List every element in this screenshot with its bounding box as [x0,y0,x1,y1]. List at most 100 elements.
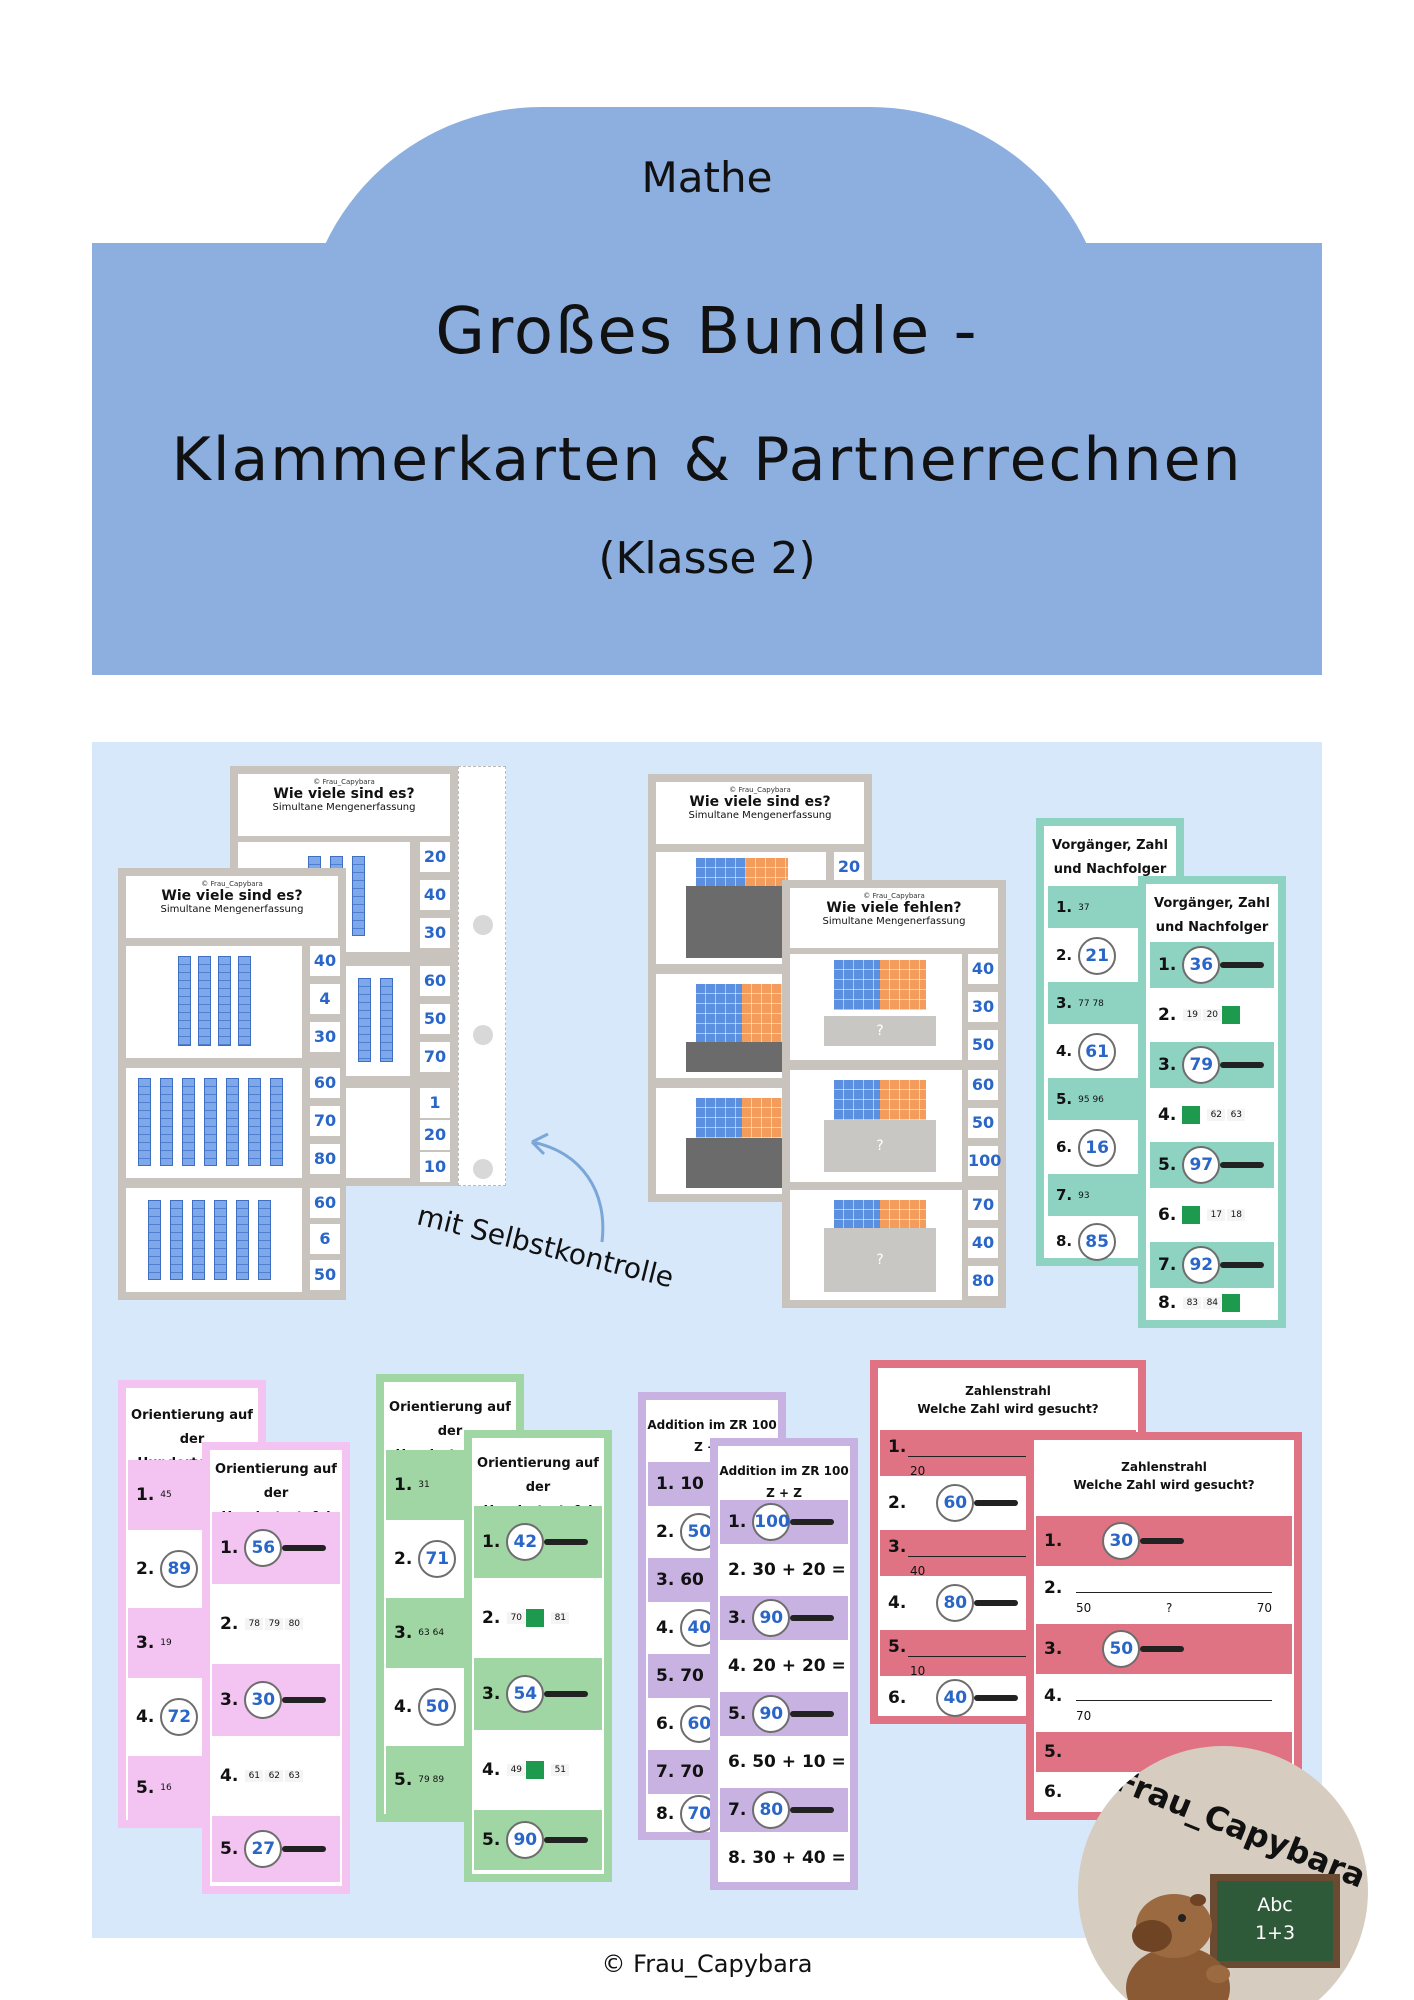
row-number: 3. [888,1537,907,1557]
row-number: 5. [656,1666,675,1686]
green-square [1182,1206,1201,1224]
card-title: Wie viele sind es? [273,786,415,802]
blocks-panel: ? [790,1190,962,1300]
row-number: 7. [656,1762,675,1782]
answer-option: 60 [968,1070,998,1100]
card-a-front: © Frau_Capybara Wie viele sind es? Simul… [118,868,346,1300]
card-header: © Frau_Capybara Wie viele sind es? Simul… [656,782,864,844]
magnifier-handle-icon [282,1846,327,1852]
answer-circle: 79 [1182,1046,1221,1084]
answer-option: 50 [968,1108,998,1138]
line-label: 10 [910,1664,926,1678]
card-subtitle: Simultane Mengenerfassung [688,810,832,821]
answer-option: 20 [420,842,450,872]
answer-option: 10 [420,1152,450,1182]
number-line [908,1656,1126,1657]
answer-circle: 21 [1078,936,1117,975]
card-subtitle: Simultane Mengenerfassung [160,904,304,915]
line-label: ? [1166,1601,1173,1615]
card-title: und Nachfolger [1155,920,1269,935]
card-title: und Nachfolger [1053,862,1167,877]
row-number: 5. [136,1778,155,1798]
answer-option: 40 [310,946,340,976]
answer-option: 20 [420,1120,450,1150]
row-value: 19 [160,1638,172,1648]
answer-option: 60 [420,966,450,996]
line-label: 70 [1256,1601,1272,1615]
row-number: 2. [656,1522,675,1542]
row-number: 7. [1158,1255,1177,1275]
row-number: 3. [1044,1639,1063,1659]
card-title: Orientierung auf [215,1462,337,1477]
answer-option: 80 [310,1144,340,1174]
mini-cell: 81 [551,1612,570,1624]
answer-option: 6 [310,1224,340,1254]
row-number: 5. [1044,1742,1063,1762]
row-number: 2. [394,1549,413,1569]
answer-circle: 42 [506,1523,545,1561]
chalkboard-icon: Abc 1+3 [1210,1874,1340,1968]
answer-circle: 60 [936,1484,975,1522]
logo-name: Frau_Capybara [1109,1760,1368,1896]
answer-circle: 100 [752,1503,791,1541]
answer-option: 50 [310,1260,340,1290]
row-number: 2. [728,1560,747,1580]
green-square [526,1761,545,1779]
card-title: Zahlenstrahl [965,1384,1051,1398]
row-number: 4. [1158,1105,1177,1125]
row-number: 1. [888,1437,907,1457]
punch-hole-icon [473,915,493,935]
mini-cell: 63 [285,1770,304,1782]
title-line-2: Klammerkarten & Partnerrechnen [171,425,1243,495]
cover-box: ? [824,1228,936,1292]
magnifier-handle-icon [544,1837,589,1843]
green-square [1222,1006,1241,1024]
row-number: 6. [728,1752,747,1772]
capybara-icon [1126,1894,1230,2000]
card-copyright: © Frau_Capybara [201,880,263,888]
header-band [92,243,1322,675]
mini-cell: 62 [1207,1109,1226,1121]
row-number: 7. [728,1800,747,1820]
row-number: 5. [1158,1155,1177,1175]
row-number: 2. [482,1608,501,1628]
card-title: Orientierung auf [389,1400,511,1415]
row-value: 95 96 [1078,1094,1104,1105]
row-number: 6. [656,1714,675,1734]
pink-card-front: Orientierung auf der Hundertertafel 1.56… [202,1442,350,1894]
row-number: 8. [728,1848,747,1868]
answer-option: 70 [420,1042,450,1072]
row-value: 63 64 [418,1628,445,1638]
answer-circle: 70 [680,1795,719,1833]
footer-copyright: © Frau_Capybara [601,1950,813,1978]
row-value: 93 [1078,1190,1090,1201]
title-line-1: Großes Bundle - [435,295,979,369]
answer-circle: 90 [506,1821,545,1859]
answer-circle: 97 [1182,1146,1221,1184]
rods-panel [126,1188,302,1292]
brand-logo: Frau_Capybara Abc 1+3 [1078,1746,1368,2000]
equation: 20 + 20 = [752,1656,846,1676]
answer-option: 40 [968,954,998,984]
card-b-back: © Frau_Capybara Wie viele sind es? Simul… [648,774,872,1202]
magnifier-handle-icon [282,1545,327,1551]
magnifier-handle-icon [544,1539,589,1545]
card-title: Addition im ZR 100 [719,1464,849,1478]
blocks-panel: ? [790,954,962,1060]
answer-circle: 30 [1102,1522,1141,1560]
magnifier-handle-icon [790,1711,835,1717]
answer-option: 60 [310,1188,340,1218]
magnifier-handle-icon [974,1600,1019,1606]
magnifier-handle-icon [974,1500,1019,1506]
green-square [526,1609,545,1627]
row-value: 10 [680,1474,704,1494]
row-number: 3. [728,1608,747,1628]
board-text: 1+3 [1254,1922,1296,1944]
row-number: 4. [1056,1042,1073,1060]
answer-circle: 92 [1182,1246,1221,1284]
line-label: 20 [910,1464,926,1478]
card-title: Z + Z [766,1486,802,1500]
row-number: 2. [1158,1005,1177,1025]
answer-option: 30 [310,1022,340,1052]
row-number: 1. [1056,898,1073,916]
